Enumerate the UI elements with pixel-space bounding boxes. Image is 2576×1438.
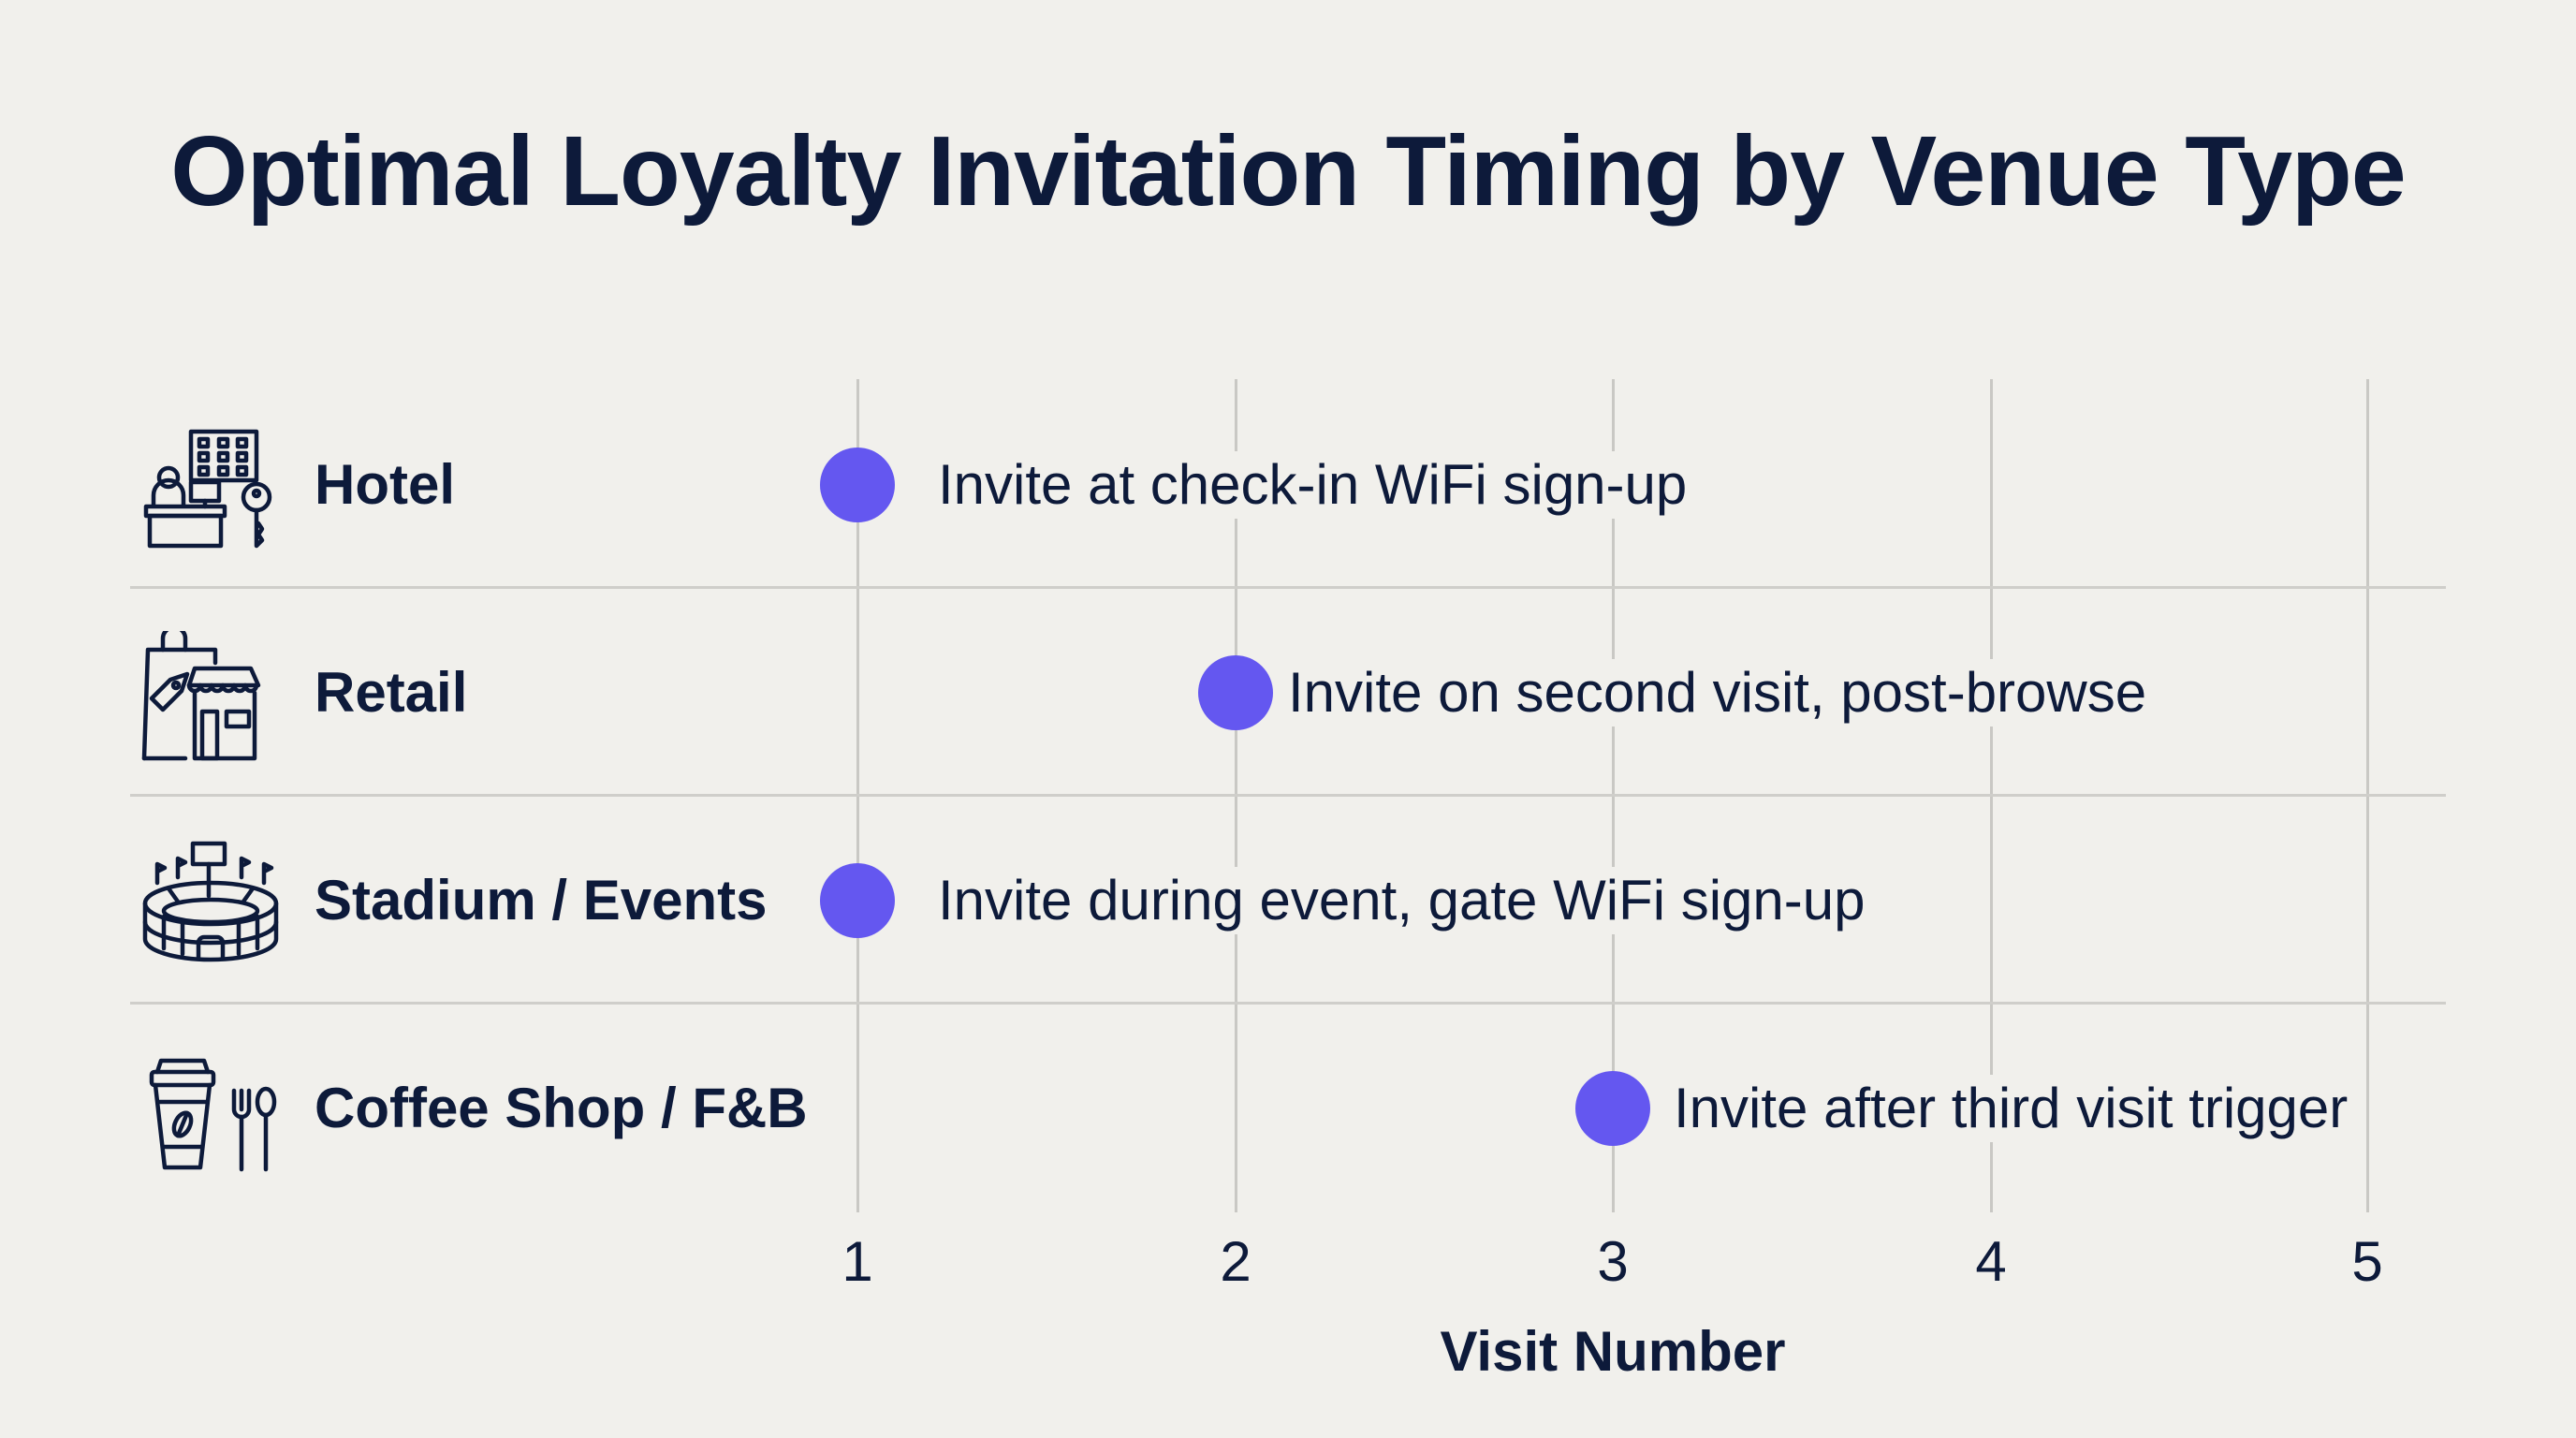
venue-label: Hotel [315,453,455,516]
x-tick-label: 5 [2351,1230,2383,1293]
annotation-label: Invite during event, gate WiFi sign-up [934,867,1869,934]
venue-label: Stadium / Events [315,869,768,932]
row-divider [130,794,2446,797]
annotation-label: Invite on second visit, post-browse [1284,659,2151,726]
x-axis-label: Visit Number [1440,1320,1786,1383]
data-point [1198,655,1273,730]
hotel-reception-icon [140,424,281,555]
data-point [820,863,895,938]
data-point [820,448,895,522]
x-tick-label: 2 [1220,1230,1251,1293]
x-tick-label: 1 [842,1230,873,1293]
venue-label: Coffee Shop / F&B [315,1077,808,1139]
annotation-label: Invite at check-in WiFi sign-up [934,451,1691,519]
row-stadium: Stadium / Events Invite during event, ga… [0,797,2576,1005]
row-coffee: Coffee Shop / F&B Invite after third vis… [0,1005,2576,1212]
annotation-label: Invite after third visit trigger [1670,1075,2352,1142]
x-tick-label: 3 [1597,1230,1629,1293]
stadium-icon [140,838,281,969]
row-retail: Retail Invite on second visit, post-brow… [0,589,2576,797]
venue-label: Retail [315,661,468,724]
shopping-bag-store-icon [140,624,281,762]
row-divider [130,586,2446,589]
chart-title: Optimal Loyalty Invitation Timing by Ven… [170,116,2406,227]
row-hotel: Hotel Invite at check-in WiFi sign-up [0,381,2576,589]
coffee-cutlery-icon [140,1051,281,1182]
x-tick-label: 4 [1975,1230,2007,1293]
data-point [1575,1071,1650,1146]
row-divider [130,1002,2446,1005]
